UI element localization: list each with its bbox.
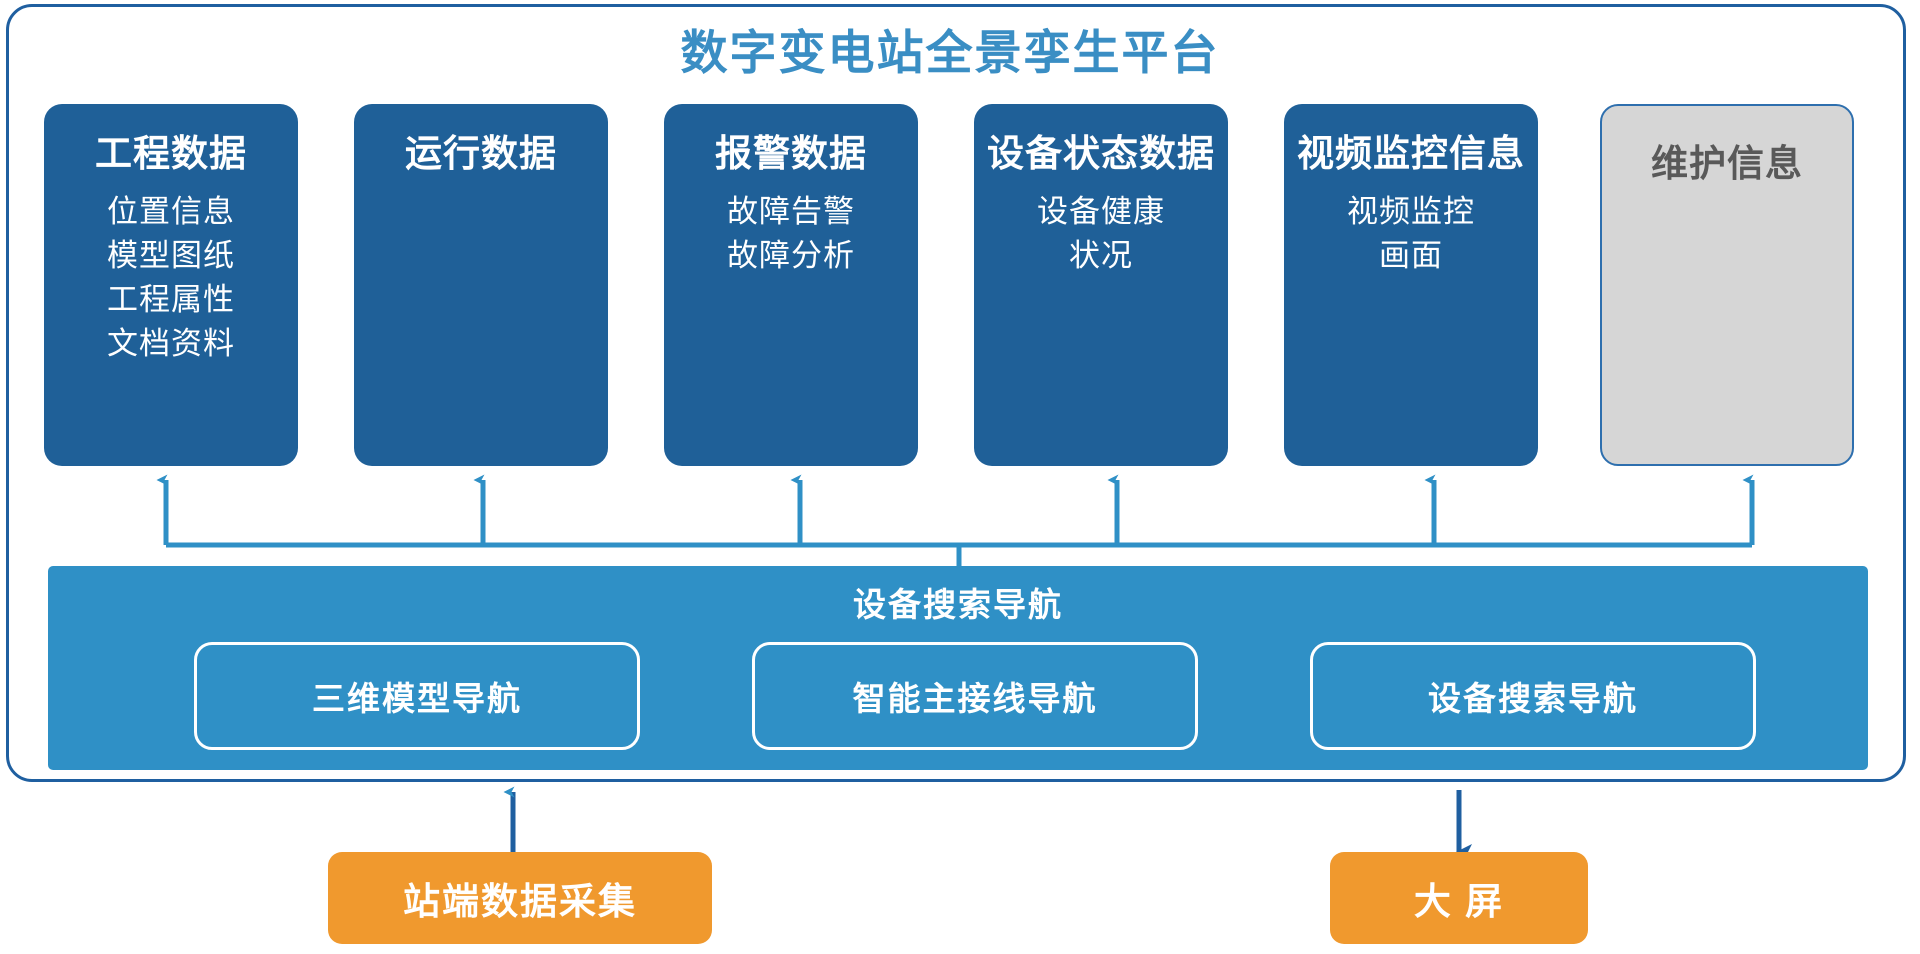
card-device-status-data[interactable]: 设备状态数据 设备健康 状况: [974, 104, 1228, 466]
card-title: 运行数据: [405, 133, 557, 174]
card-item: 设备健康: [1037, 193, 1165, 229]
card-title: 视频监控信息: [1297, 133, 1525, 174]
card-item: 故障分析: [727, 237, 855, 273]
card-title: 设备状态数据: [987, 133, 1215, 174]
station-data-collection-label: 站端数据采集: [403, 881, 637, 922]
card-item: 故障告警: [727, 193, 855, 229]
nav-pill-group: 三维模型导航 智能主接线导航 设备搜索导航: [48, 642, 1868, 754]
card-item: 视频监控: [1347, 193, 1475, 229]
card-item-list: 视频监控 画面: [1284, 190, 1538, 278]
nav-pill-label: 设备搜索导航: [1428, 680, 1638, 717]
card-engineering-data[interactable]: 工程数据 位置信息 模型图纸 工程属性 文档资料: [44, 104, 298, 466]
nav-pill-3d-model[interactable]: 三维模型导航: [194, 642, 640, 750]
data-cards-row: 工程数据 位置信息 模型图纸 工程属性 文档资料 运行数据 报警数据 故障告警 …: [0, 0, 1920, 466]
nav-pill-label: 三维模型导航: [312, 680, 522, 717]
card-item-list: 故障告警 故障分析: [664, 190, 918, 278]
nav-pill-label: 智能主接线导航: [852, 680, 1098, 717]
device-search-nav-bar: 设备搜索导航 三维模型导航 智能主接线导航 设备搜索导航: [48, 566, 1868, 770]
card-item: 工程属性: [107, 281, 235, 317]
card-item: 模型图纸: [107, 237, 235, 273]
card-maintenance-info[interactable]: 维护信息: [1600, 104, 1854, 466]
card-title: 报警数据: [715, 133, 867, 174]
card-title: 工程数据: [95, 133, 247, 174]
nav-pill-smart-wiring[interactable]: 智能主接线导航: [752, 642, 1198, 750]
nav-bar-title: 设备搜索导航: [853, 586, 1063, 623]
card-item: 状况: [1069, 237, 1133, 273]
card-title: 维护信息: [1651, 143, 1803, 184]
card-video-surveillance-info[interactable]: 视频监控信息 视频监控 画面: [1284, 104, 1538, 466]
station-data-collection-box[interactable]: 站端数据采集: [328, 852, 712, 944]
card-alarm-data[interactable]: 报警数据 故障告警 故障分析: [664, 104, 918, 466]
card-item: 文档资料: [107, 325, 235, 361]
card-operation-data[interactable]: 运行数据: [354, 104, 608, 466]
card-item-list: 设备健康 状况: [974, 190, 1228, 278]
large-screen-box[interactable]: 大 屏: [1330, 852, 1588, 944]
card-item-list: 位置信息 模型图纸 工程属性 文档资料: [44, 190, 298, 366]
large-screen-label: 大 屏: [1413, 881, 1505, 922]
nav-pill-device-search[interactable]: 设备搜索导航: [1310, 642, 1756, 750]
card-item: 位置信息: [107, 193, 235, 229]
page-title: 数字变电站全景孪生平台: [680, 26, 1220, 79]
card-item: 画面: [1379, 237, 1443, 273]
